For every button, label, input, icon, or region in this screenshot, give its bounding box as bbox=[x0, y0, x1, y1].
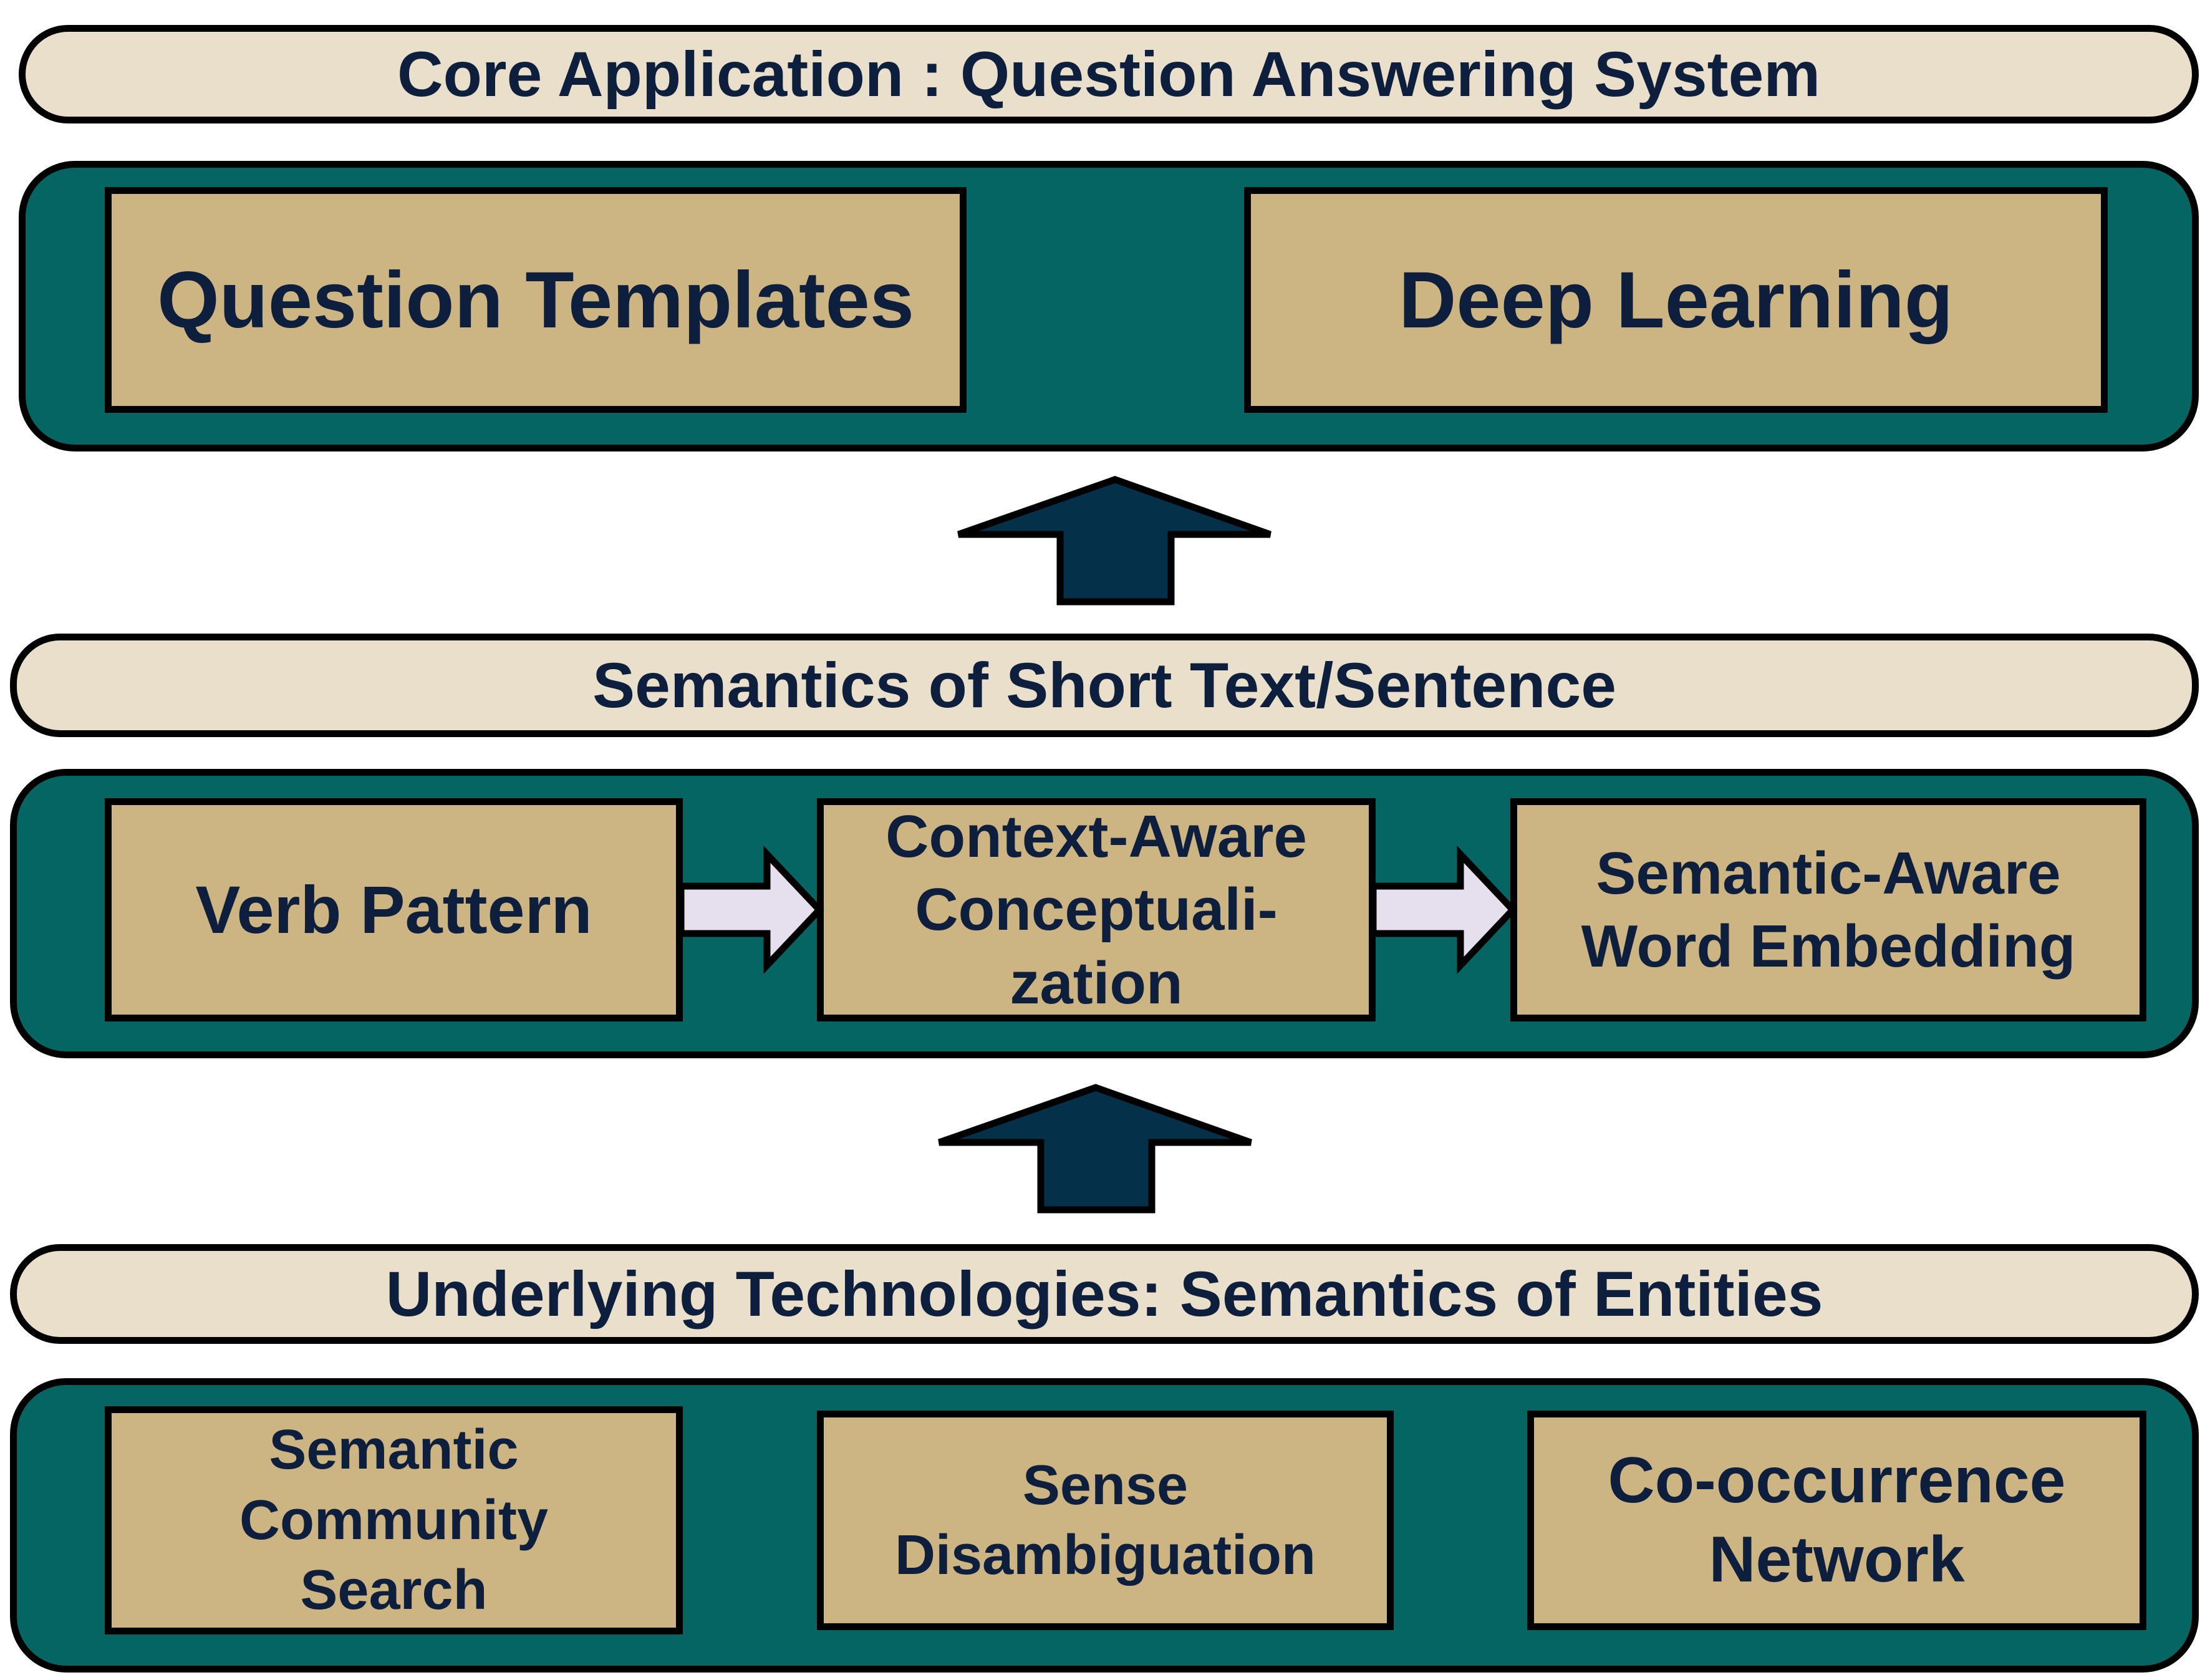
deep-learning-label: Deep Learning bbox=[1398, 255, 1954, 345]
verb-pattern-label: Verb Pattern bbox=[195, 872, 592, 948]
right-arrow-icon bbox=[1369, 846, 1518, 974]
up-arrow-icon bbox=[938, 1084, 1252, 1214]
question-templates-label: Question Templates bbox=[157, 255, 914, 345]
sense-disambiguation-box: Sense Disambiguation bbox=[817, 1411, 1394, 1630]
co-occurrence-network-box: Co-occurrence Network bbox=[1527, 1411, 2146, 1630]
semantic-community-search-label: Semantic Community Search bbox=[239, 1419, 548, 1622]
right-arrow-icon bbox=[677, 846, 824, 974]
semantic-aware-word-embedding-label: Semantic-Aware Word Embedding bbox=[1581, 839, 2076, 980]
question-templates-box: Question Templates bbox=[105, 187, 967, 413]
semantic-aware-word-embedding-box: Semantic-Aware Word Embedding bbox=[1510, 798, 2146, 1021]
underlying-technologies-banner: Underlying Technologies: Semantics of En… bbox=[10, 1244, 2199, 1344]
verb-pattern-box: Verb Pattern bbox=[105, 798, 683, 1021]
co-occurrence-network-label: Co-occurrence Network bbox=[1608, 1444, 2066, 1596]
context-aware-conceptualization-box: Context-Aware Conceptuali- zation bbox=[817, 798, 1376, 1021]
context-aware-conceptualization-label: Context-Aware Conceptuali- zation bbox=[885, 803, 1307, 1016]
deep-learning-box: Deep Learning bbox=[1244, 187, 2108, 413]
semantic-community-search-box: Semantic Community Search bbox=[105, 1406, 683, 1634]
core-application-title: Core Application : Question Answering Sy… bbox=[397, 38, 1821, 110]
short-text-semantics-title: Semantics of Short Text/Sentence bbox=[592, 649, 1616, 721]
underlying-technologies-title: Underlying Technologies: Semantics of En… bbox=[385, 1258, 1823, 1330]
short-text-semantics-banner: Semantics of Short Text/Sentence bbox=[10, 634, 2199, 737]
up-arrow-icon bbox=[957, 476, 1271, 606]
core-application-banner: Core Application : Question Answering Sy… bbox=[19, 25, 2199, 123]
sense-disambiguation-label: Sense Disambiguation bbox=[894, 1454, 1316, 1587]
